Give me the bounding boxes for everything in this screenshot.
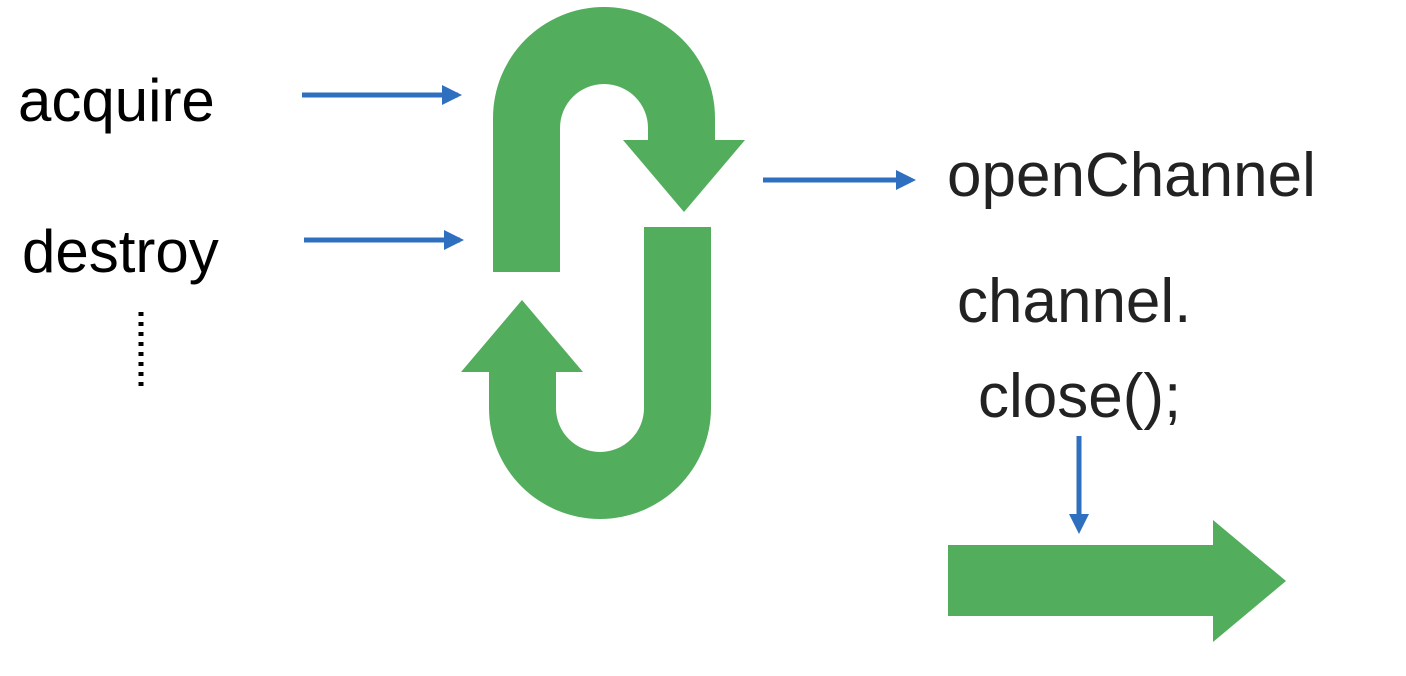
open-channel-arrow-head	[896, 170, 916, 190]
cycle-lower-arrow	[461, 227, 711, 519]
acquire-arrow-head	[442, 85, 462, 105]
close-down-arrow-head	[1069, 514, 1089, 534]
destroy-label: destroy	[22, 218, 219, 285]
open-channel-label: openChannel	[947, 141, 1316, 210]
cycle-upper-arrow	[493, 7, 745, 272]
channel-close-line2: close();	[978, 362, 1181, 431]
channel-close-line1: channel.	[957, 267, 1191, 336]
acquire-label: acquire	[18, 67, 215, 134]
exit-right-arrow	[948, 520, 1286, 642]
destroy-arrow-head	[444, 230, 464, 250]
